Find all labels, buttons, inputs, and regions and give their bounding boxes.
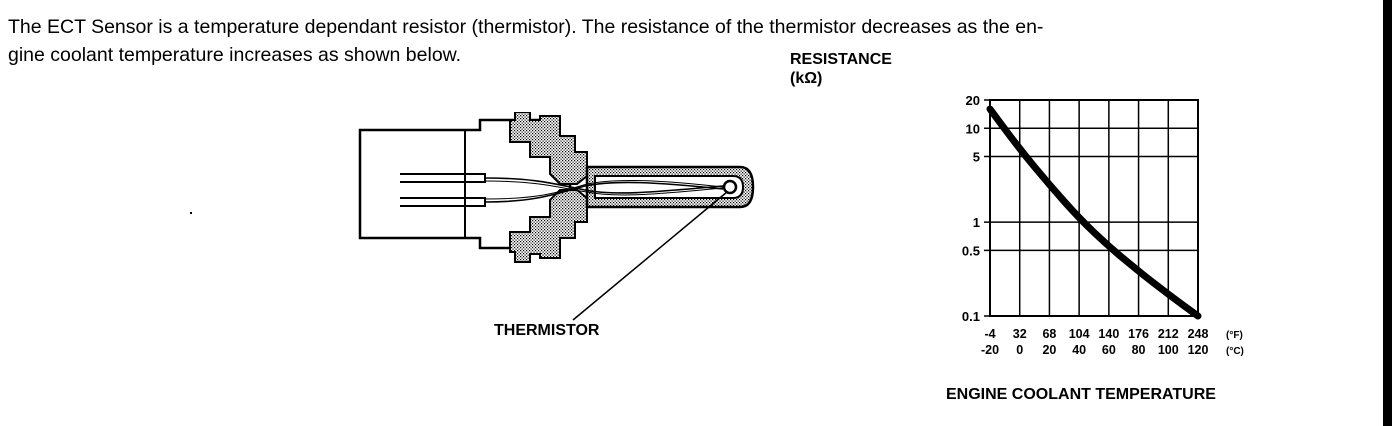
x-axis-title: ENGINE COOLANT TEMPERATURE (946, 386, 1216, 403)
thermistor-leader-line (572, 191, 728, 321)
intro-line-1: The ECT Sensor is a temperature dependan… (8, 16, 1044, 38)
y-tick-label-0: 0.1 (962, 309, 980, 324)
speck-mark (190, 212, 192, 214)
y-axis-label: RESISTANCE (kΩ) (790, 50, 892, 88)
intro-paragraph: The ECT Sensor is a temperature dependan… (8, 13, 1370, 69)
y-tick-label-5: 20 (966, 93, 980, 108)
x-tick-label-f-7: 248 (1188, 327, 1209, 341)
y-axis-label-line-2: (kΩ) (790, 70, 823, 87)
thermistor-label: THERMISTOR (494, 322, 600, 339)
y-tick-label-3: 5 (973, 150, 980, 165)
x-tick-label-c-3: 40 (1072, 343, 1086, 357)
x-tick-label-f-6: 212 (1158, 327, 1179, 341)
x-tick-label-f-1: 32 (1013, 327, 1027, 341)
resistance-temperature-chart: 0.1 0.5 1 5 10 20 -4 -20 32 0 68 20 104 40 140 60 176 80 2… (962, 93, 1244, 357)
resistance-curve (986, 105, 1202, 320)
plot-frame (989, 99, 1199, 317)
x-tick-label-c-0: -20 (981, 343, 999, 357)
x-tick-label-c-7: 120 (1188, 343, 1209, 357)
x-unit-c: (°C) (1226, 346, 1244, 357)
x-tick-label-c-6: 100 (1158, 343, 1179, 357)
x-unit-f: (°F) (1226, 330, 1243, 341)
lead-wire-3 (484, 180, 724, 196)
thermistor-element (722, 179, 738, 195)
y-tick-label-2: 1 (973, 215, 980, 230)
lead-wire-4 (484, 179, 724, 200)
x-tick-label-c-5: 80 (1132, 343, 1146, 357)
x-tick-label-f-2: 68 (1042, 327, 1056, 341)
y-tick-label-4: 10 (966, 121, 980, 136)
ect-sensor-diagram (358, 112, 755, 321)
x-tick-label-c-2: 20 (1042, 343, 1056, 357)
y-axis-label-line-1: RESISTANCE (790, 51, 892, 68)
lead-wire-2 (484, 181, 724, 203)
x-tick-label-f-4: 140 (1098, 327, 1119, 341)
x-tick-label-c-1: 0 (1016, 343, 1023, 357)
x-tick-label-f-3: 104 (1069, 327, 1090, 341)
intro-line-2: gine coolant temperature increases as sh… (8, 44, 462, 66)
lead-wire-1 (484, 177, 724, 194)
page-edge-bar (1383, 0, 1392, 426)
x-tick-label-f-0: -4 (984, 327, 995, 341)
y-tick-label-1: 0.5 (962, 243, 980, 258)
x-tick-label-c-4: 60 (1102, 343, 1116, 357)
x-tick-label-f-5: 176 (1128, 327, 1149, 341)
